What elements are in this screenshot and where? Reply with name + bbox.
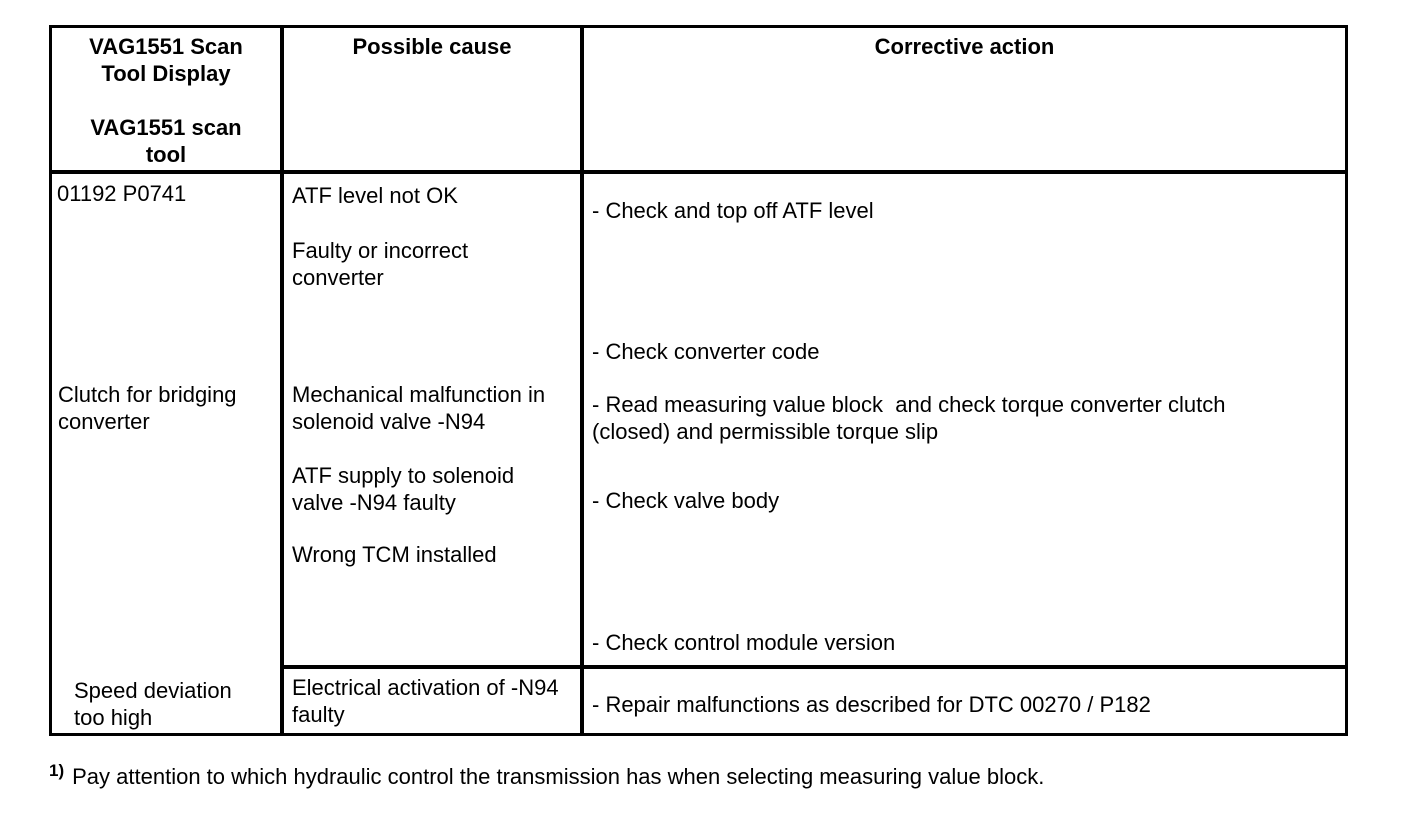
cause-wrong-tcm: Wrong TCM installed: [292, 542, 497, 567]
cause-faulty-converter: Faulty or incorrect converter: [292, 238, 469, 290]
action-check-control-module: - Check control module version: [592, 630, 896, 655]
cause-mechanical-malfunction: Mechanical malfunction in solenoid valve…: [292, 382, 546, 434]
cause-electrical-activation: Electrical activation of -N94 faulty: [292, 675, 559, 727]
data-row-divider: [280, 665, 1345, 669]
footnote-text: Pay attention to which hydraulic control…: [72, 764, 1045, 789]
column-divider-cause: [280, 28, 284, 733]
footnote-marker: 1): [49, 761, 65, 780]
dtc-description-row2: Speed deviation too high: [74, 678, 232, 730]
dtc-description: Clutch for bridging converter: [58, 382, 237, 434]
dtc-code: 01192 P0741: [57, 181, 187, 206]
action-check-converter-code: - Check converter code: [592, 339, 820, 364]
cause-atf-supply: ATF supply to solenoid valve -N94 faulty: [292, 463, 515, 515]
action-check-valve-body: - Check valve body: [592, 488, 780, 513]
header-row-divider: [52, 170, 1345, 174]
header-corrective-action: Corrective action: [874, 34, 1055, 59]
header-scan-tool-display: VAG1551 Scan Tool Display VAG1551 scan t…: [89, 34, 243, 167]
header-possible-cause: Possible cause: [352, 34, 512, 59]
column-divider-action: [580, 28, 584, 733]
action-read-measuring-block: - Read measuring value block and check t…: [592, 392, 1226, 444]
cause-atf-level: ATF level not OK: [292, 183, 458, 208]
action-top-off-atf: - Check and top off ATF level: [592, 198, 874, 223]
footnote: 1) Pay attention to which hydraulic contr…: [49, 761, 1045, 792]
dtc-diagnostic-table: VAG1551 Scan Tool Display VAG1551 scan t…: [49, 25, 1348, 736]
action-repair-malfunctions: - Repair malfunctions as described for D…: [592, 692, 1151, 717]
